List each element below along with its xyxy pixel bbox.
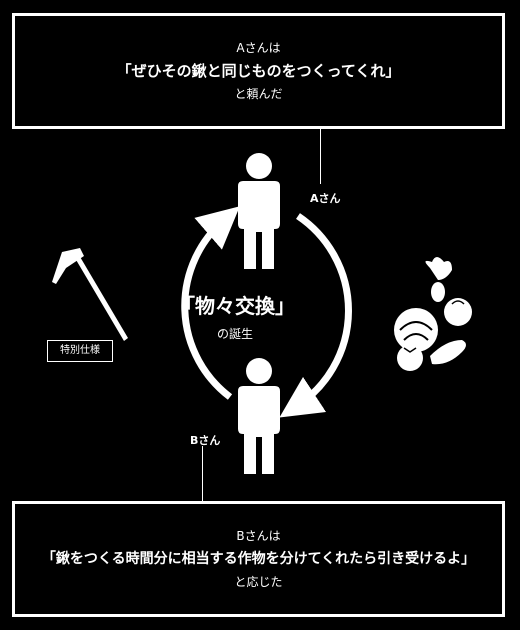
reply-speaker: Bさんは bbox=[236, 529, 281, 543]
request-closing: と頼んだ bbox=[234, 87, 283, 101]
request-box: Aさんは 「ぜひその鍬と同じものをつくってくれ」 と頼んだ bbox=[12, 13, 505, 129]
request-quote: 「ぜひその鍬と同じものをつくってくれ」 bbox=[116, 62, 401, 80]
connector-a bbox=[320, 129, 321, 184]
special-spec-badge: 特別仕様 bbox=[47, 340, 113, 362]
person-icon bbox=[238, 153, 280, 269]
person-a-label: Aさん bbox=[310, 192, 341, 205]
exchange-subtitle: の誕生 bbox=[216, 327, 253, 341]
reply-box: Bさんは 「鍬をつくる時間分に相当する作物を分けてくれたら引き受けるよ」 と応じ… bbox=[12, 501, 505, 617]
reply-closing: と応じた bbox=[234, 575, 283, 589]
center-title: 「物々交換」 の誕生 bbox=[175, 290, 295, 342]
exchange-title: 「物々交換」 bbox=[175, 294, 295, 318]
request-speaker: Aさんは bbox=[236, 41, 281, 55]
cycle-arrows bbox=[181, 206, 352, 418]
arrow-right bbox=[279, 213, 352, 418]
reply-quote: 「鍬をつくる時間分に相当する作物を分けてくれたら引き受けるよ」 bbox=[41, 551, 476, 567]
vegetables-icon bbox=[394, 257, 472, 371]
person-icon bbox=[238, 358, 280, 474]
connector-b bbox=[202, 446, 203, 501]
arrow-left bbox=[181, 206, 240, 400]
hoe-icon bbox=[52, 248, 128, 341]
person-b-label: Bさん bbox=[190, 434, 221, 447]
